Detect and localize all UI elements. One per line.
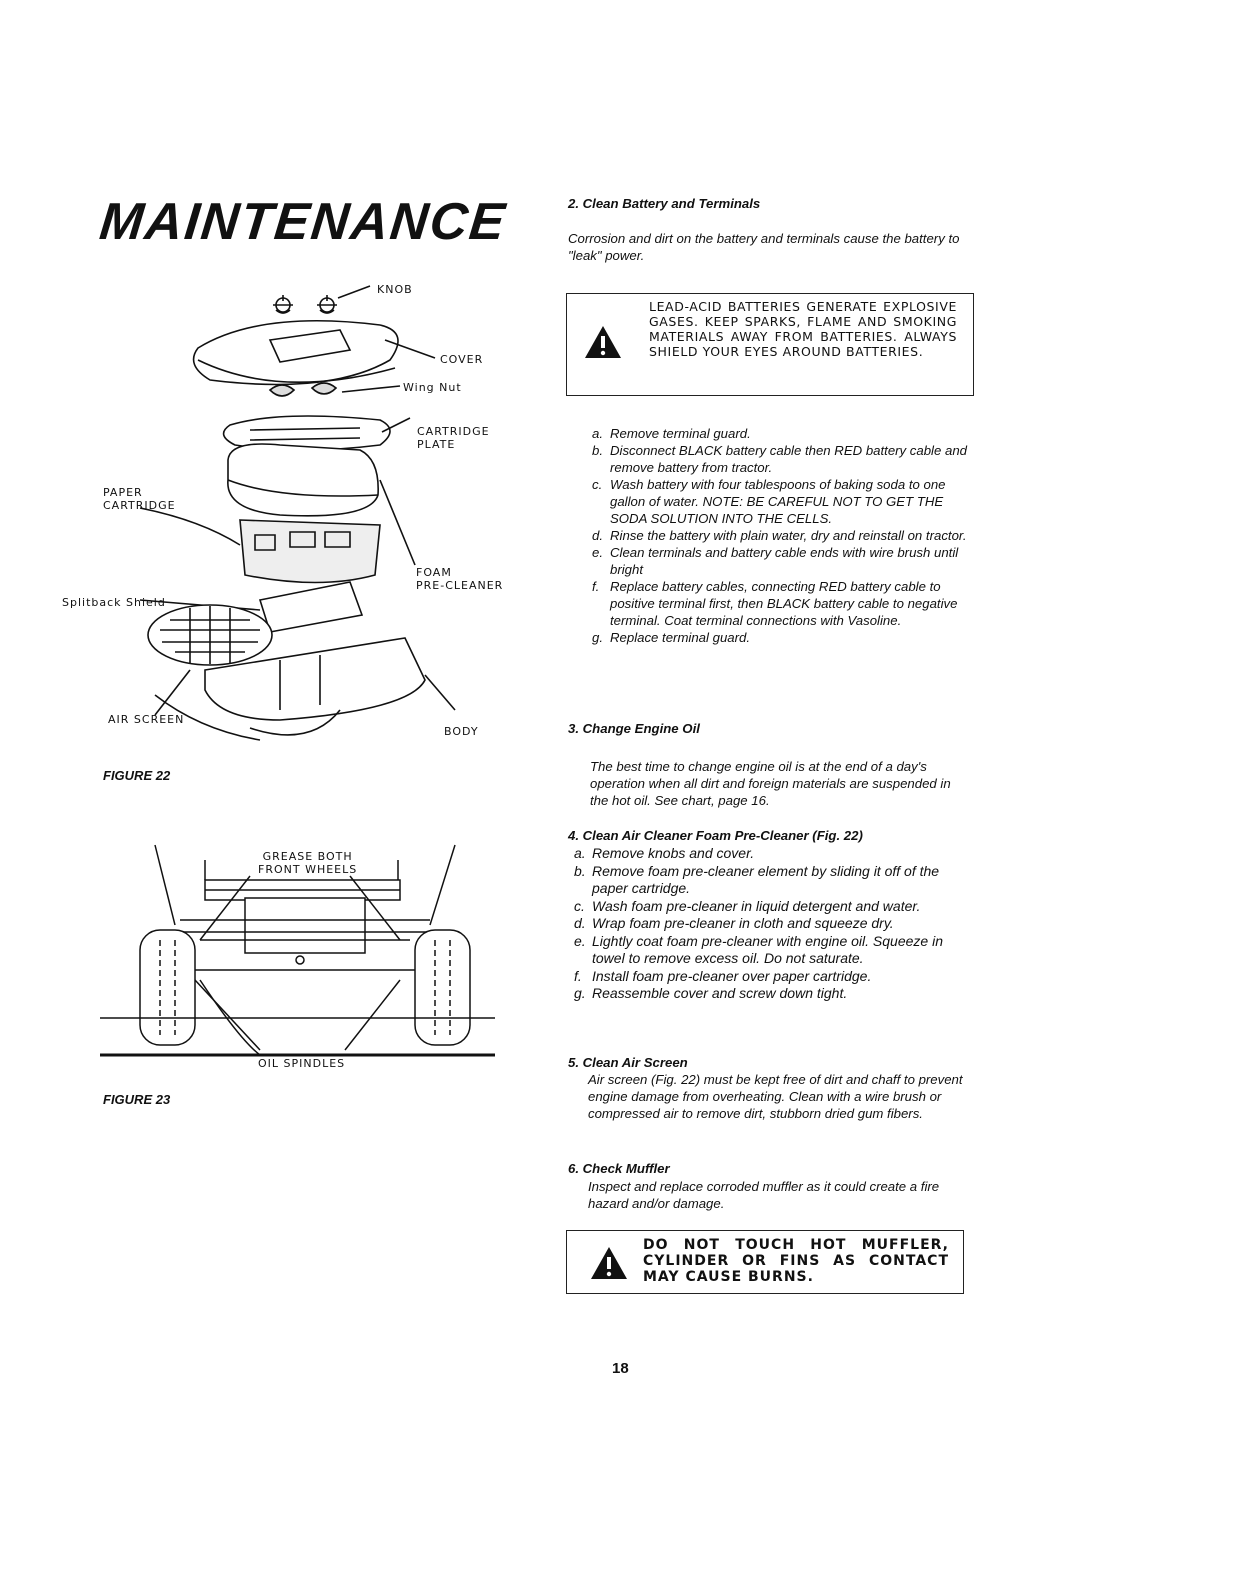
section-2-intro: Corrosion and dirt on the battery and te… (568, 231, 960, 263)
section-4-heading: 4. Clean Air Cleaner Foam Pre-Cleaner (F… (568, 828, 863, 843)
step-2c: c.Wash battery with four tablespoons of … (592, 477, 946, 526)
section-3-heading: 3. Change Engine Oil (568, 721, 700, 736)
figure-22-caption: FIGURE 22 (103, 768, 171, 783)
muffler-warning-box: DO NOT TOUCH HOT MUFFLER, CYLINDER OR FI… (566, 1230, 964, 1294)
muffler-warning-text: DO NOT TOUCH HOT MUFFLER, CYLINDER OR FI… (643, 1237, 949, 1285)
label-grease-front-wheels: GREASE BOTH FRONT WHEELS (258, 850, 358, 876)
section-6-body: Inspect and replace corroded muffler as … (588, 1179, 940, 1211)
section-5-heading: 5. Clean Air Screen (568, 1055, 688, 1070)
figure-22-diagram (139, 285, 456, 741)
page-number: 18 (612, 1360, 629, 1377)
step-2d: d.Rinse the battery with plain water, dr… (592, 528, 967, 543)
label-foam-pre-cleaner: FOAM PRE-CLEANER (416, 566, 504, 592)
step-4c: c.Wash foam pre-cleaner in liquid deterg… (574, 897, 921, 914)
step-2f: f.Replace battery cables, connecting RED… (592, 579, 958, 628)
section-3-body: The best time to change engine oil is at… (590, 759, 951, 808)
step-4d: d.Wrap foam pre-cleaner in cloth and squ… (574, 915, 894, 931)
figure-23-diagram (100, 844, 495, 1057)
section-5-body: Air screen (Fig. 22) must be kept free o… (588, 1072, 963, 1121)
section-4-steps: a.Remove knobs and cover. b.Remove foam … (570, 845, 970, 1003)
label-cartridge-plate: CARTRIDGE PLATE (417, 425, 490, 451)
warning-triangle-icon (585, 326, 621, 358)
knob-right (317, 295, 337, 314)
step-2e: e.Clean terminals and battery cable ends… (592, 545, 959, 577)
step-2g: g.Replace terminal guard. (592, 630, 751, 645)
label-wing-nut: Wing Nut (403, 381, 462, 394)
section-2-heading: 2. Clean Battery and Terminals (568, 196, 761, 211)
label-splitback-shield: Splitback Shield (62, 596, 166, 609)
label-cover: COVER (440, 353, 484, 366)
label-oil-spindles: OIL SPINDLES (258, 1057, 346, 1070)
step-4f: f.Install foam pre-cleaner over paper ca… (574, 967, 872, 984)
battery-warning-text: LEAD-ACID BATTERIES GENERATE EXPLOSIVE G… (649, 299, 957, 359)
warning-triangle-icon (591, 1247, 627, 1279)
page-title: MAINTENANCE (96, 193, 510, 251)
section-6-heading: 6. Check Muffler (568, 1161, 670, 1176)
battery-warning-box: LEAD-ACID BATTERIES GENERATE EXPLOSIVE G… (566, 293, 974, 396)
label-body: BODY (444, 725, 479, 738)
figure-23-caption: FIGURE 23 (103, 1092, 171, 1107)
section-2-steps: a.Remove terminal guard. b.Disconnect BL… (588, 425, 972, 646)
step-4b: b.Remove foam pre-cleaner element by sli… (574, 862, 940, 897)
label-air-screen: AIR SCREEN (108, 713, 185, 726)
label-knob: KNOB (377, 283, 413, 296)
knob-left (273, 295, 293, 314)
step-4e: e.Lightly coat foam pre-cleaner with eng… (574, 932, 943, 967)
step-4g: g.Reassemble cover and screw down tight. (574, 985, 848, 1001)
step-2b: b.Disconnect BLACK battery cable then RE… (592, 443, 967, 475)
label-paper-cartridge: PAPER CARTRIDGE (103, 486, 176, 512)
step-2a: a.Remove terminal guard. (592, 426, 751, 441)
step-4a: a.Remove knobs and cover. (574, 845, 755, 861)
